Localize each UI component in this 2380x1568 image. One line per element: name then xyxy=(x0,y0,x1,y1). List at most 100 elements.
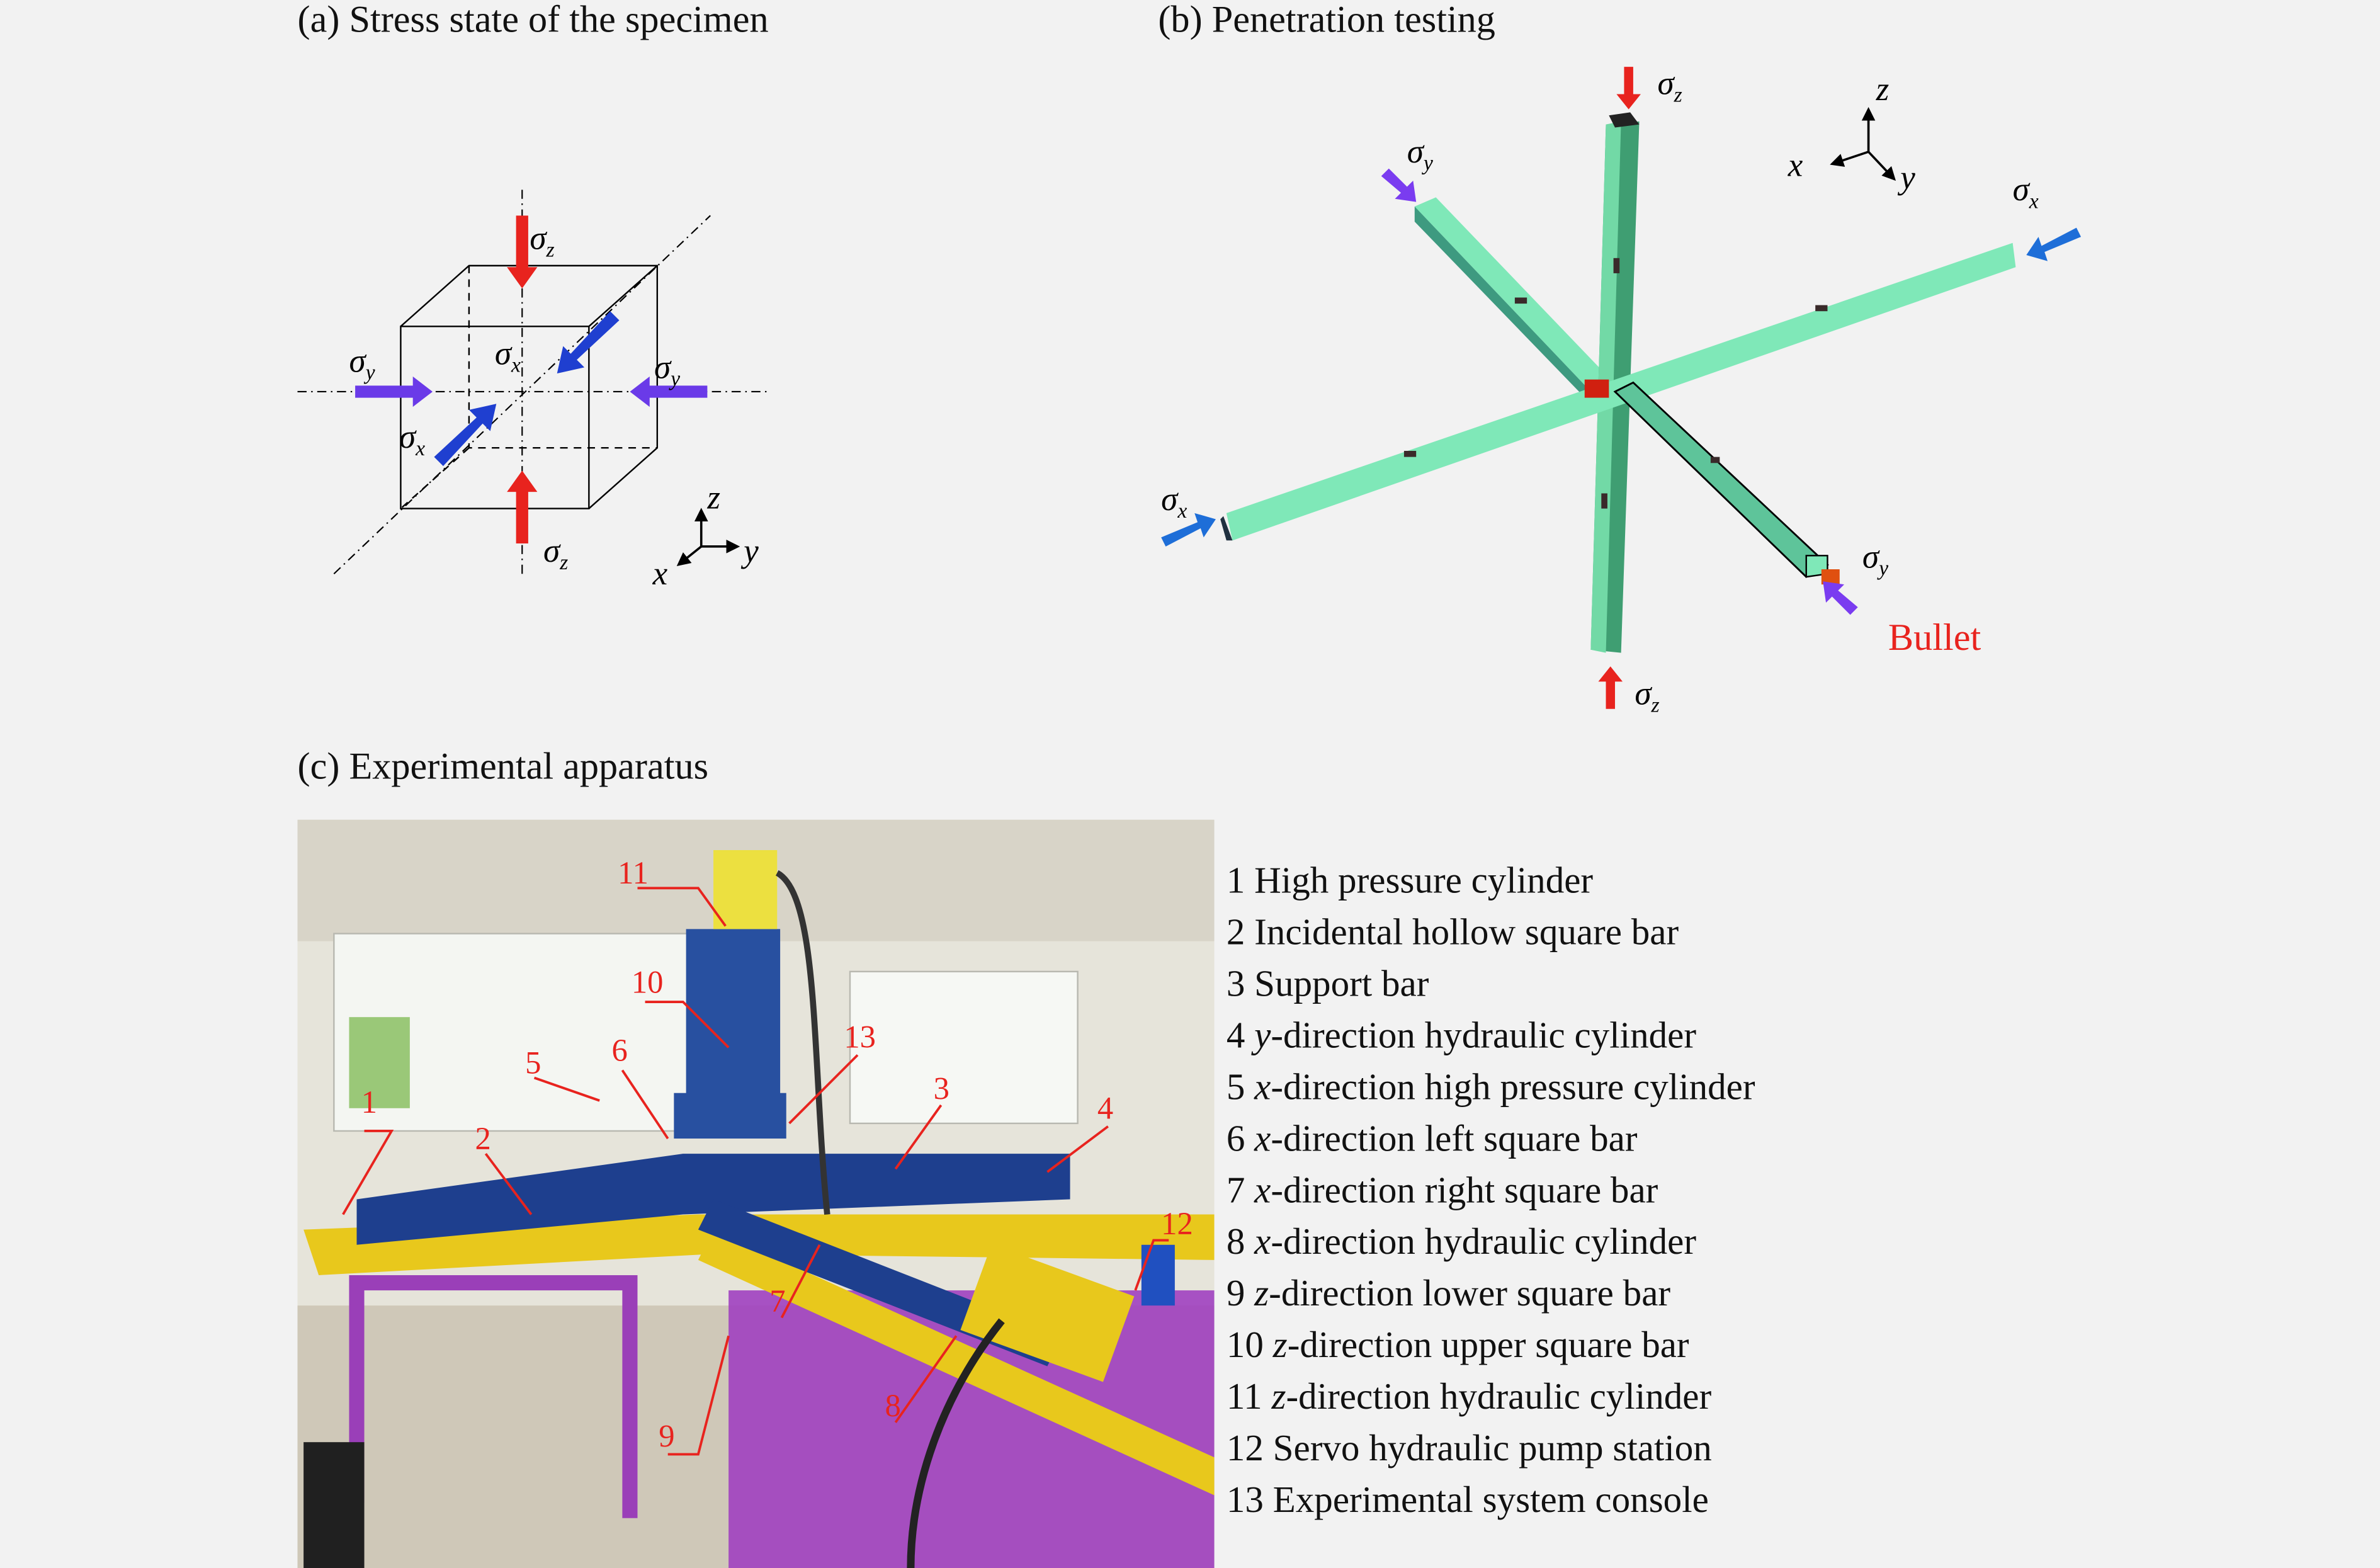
legend-axis: z xyxy=(1254,1273,1269,1315)
axis-triad-a: zyx xyxy=(652,480,759,593)
legend-item: 11 z-direction hydraulic cylinder xyxy=(1227,1372,1755,1424)
callout-12: 12 xyxy=(1161,1206,1193,1241)
legend-axis: z xyxy=(1272,1325,1288,1366)
sigma-z-arrow-top xyxy=(1616,67,1641,110)
callout-4: 4 xyxy=(1097,1091,1113,1126)
label-sigma-z-bottom-b: σz xyxy=(1635,676,1659,717)
callout-9: 9 xyxy=(659,1418,674,1453)
legend-axis: x xyxy=(1254,1118,1271,1160)
legend-text: -direction lower square bar xyxy=(1269,1273,1671,1315)
callout-5: 5 xyxy=(525,1045,541,1080)
label-sigma-y-left: σy xyxy=(349,343,375,385)
legend-item: 6 x-direction left square bar xyxy=(1227,1114,1755,1166)
legend-text: -direction hydraulic cylinder xyxy=(1271,1222,1697,1263)
legend-item: 9 z-direction lower square bar xyxy=(1227,1269,1755,1321)
legend-axis: z xyxy=(1271,1377,1286,1418)
label-sigma-x-right-b: σx xyxy=(2013,171,2039,213)
legend-item: 2 Incidental hollow square bar xyxy=(1227,908,1755,960)
axis-triad-b: z x y xyxy=(1788,71,1915,196)
bullet-label: Bullet xyxy=(1888,616,1981,659)
legend-item: 7 x-direction right square bar xyxy=(1227,1166,1755,1217)
sigma-x-arrow-left xyxy=(1161,513,1216,547)
sigma-z-arrows xyxy=(507,215,538,544)
legend-text: -direction hydraulic cylinder xyxy=(1271,1015,1697,1057)
panel-c-title: (c) Experimental apparatus xyxy=(297,747,709,788)
legend-text: High pressure cylinder xyxy=(1254,860,1594,902)
legend-number: 7 xyxy=(1226,1170,1245,1212)
legend-number: 2 xyxy=(1226,912,1245,953)
sigma-y-arrow-top xyxy=(1381,168,1417,202)
sigma-x-arrow-right xyxy=(2026,227,2082,261)
legend-number: 3 xyxy=(1226,963,1245,1005)
apparatus-photo xyxy=(297,819,1215,1568)
callout-1: 1 xyxy=(361,1084,377,1120)
label-sigma-z-bottom: σz xyxy=(543,533,568,574)
svg-text:x: x xyxy=(1788,147,1803,184)
sigma-x-arrows xyxy=(434,311,620,467)
svg-text:z: z xyxy=(706,480,720,516)
legend-item: 13 Experimental system console xyxy=(1227,1475,1755,1527)
label-sigma-y-right: σy xyxy=(654,349,680,390)
panel-a-title: (a) Stress state of the specimen xyxy=(297,0,769,42)
legend-number: 10 xyxy=(1226,1325,1264,1366)
legend-axis: x xyxy=(1254,1222,1271,1263)
stress-cube-diagram: σz σx σy σy σx σz zyx xyxy=(297,190,771,592)
label-sigma-z-top: σz xyxy=(530,220,554,261)
legend-item: 8 x-direction hydraulic cylinder xyxy=(1227,1217,1755,1269)
callout-3: 3 xyxy=(934,1071,949,1106)
legend-number: 5 xyxy=(1226,1067,1245,1108)
legend-item: 5 x-direction high pressure cylinder xyxy=(1227,1062,1755,1114)
sigma-z-arrow-bottom xyxy=(1598,666,1623,709)
callout-11: 11 xyxy=(618,855,649,890)
legend-axis: x xyxy=(1254,1067,1271,1108)
legend-text: -direction right square bar xyxy=(1271,1170,1658,1212)
legend-item: 3 Support bar xyxy=(1227,960,1755,1011)
callout-6: 6 xyxy=(612,1033,628,1068)
legend-axis: x xyxy=(1254,1170,1271,1212)
legend-axis: y xyxy=(1254,1015,1271,1057)
svg-text:y: y xyxy=(740,533,759,569)
legend-item: 10 z-direction upper square bar xyxy=(1227,1321,1755,1372)
legend-text: -direction left square bar xyxy=(1271,1118,1638,1160)
legend-text: Incidental hollow square bar xyxy=(1254,912,1679,953)
incident-hollow-bar xyxy=(1613,381,1829,578)
sigma-y-arrow-bottom xyxy=(1823,581,1858,615)
svg-text:y: y xyxy=(1897,159,1915,196)
svg-text:z: z xyxy=(1876,71,1890,108)
label-sigma-x-back: σx xyxy=(495,336,521,377)
legend-item: 4 y-direction hydraulic cylinder xyxy=(1227,1011,1755,1063)
legend-number: 9 xyxy=(1226,1273,1245,1315)
legend-number: 8 xyxy=(1226,1222,1245,1263)
legend-number: 13 xyxy=(1226,1480,1264,1521)
callout-13: 13 xyxy=(844,1019,876,1054)
legend-number: 11 xyxy=(1226,1377,1262,1418)
legend-item: 12 Servo hydraulic pump station xyxy=(1227,1424,1755,1475)
legend-item: 1 High pressure cylinder xyxy=(1227,856,1755,908)
callouts xyxy=(342,887,1169,1456)
legend-text: -direction upper square bar xyxy=(1287,1325,1689,1366)
legend-number: 1 xyxy=(1226,860,1245,902)
callout-2: 2 xyxy=(475,1121,491,1156)
label-sigma-x-front: σx xyxy=(399,419,425,460)
panel-b-title: (b) Penetration testing xyxy=(1158,0,1495,42)
label-sigma-x-left-b: σx xyxy=(1161,481,1187,523)
legend-text: Servo hydraulic pump station xyxy=(1272,1428,1712,1470)
legend-text: Experimental system console xyxy=(1272,1480,1709,1521)
legend-number: 12 xyxy=(1226,1428,1264,1470)
callout-10: 10 xyxy=(632,965,664,1000)
callout-8: 8 xyxy=(885,1388,900,1423)
callout-7: 7 xyxy=(769,1283,785,1319)
legend-number: 4 xyxy=(1226,1015,1245,1057)
penetration-bars-diagram: σz σy σx σx σy σz Bullet z x y xyxy=(1161,65,2082,717)
label-sigma-z-top-b: σz xyxy=(1657,65,1682,106)
label-sigma-y-top-b: σy xyxy=(1407,134,1433,175)
sigma-y-arrows xyxy=(355,376,708,407)
specimen xyxy=(1584,379,1609,398)
legend-text: -direction high pressure cylinder xyxy=(1271,1067,1755,1108)
legend-number: 6 xyxy=(1226,1118,1245,1160)
legend-text: -direction hydraulic cylinder xyxy=(1286,1377,1712,1418)
label-sigma-y-bottom-b: σy xyxy=(1862,539,1888,581)
